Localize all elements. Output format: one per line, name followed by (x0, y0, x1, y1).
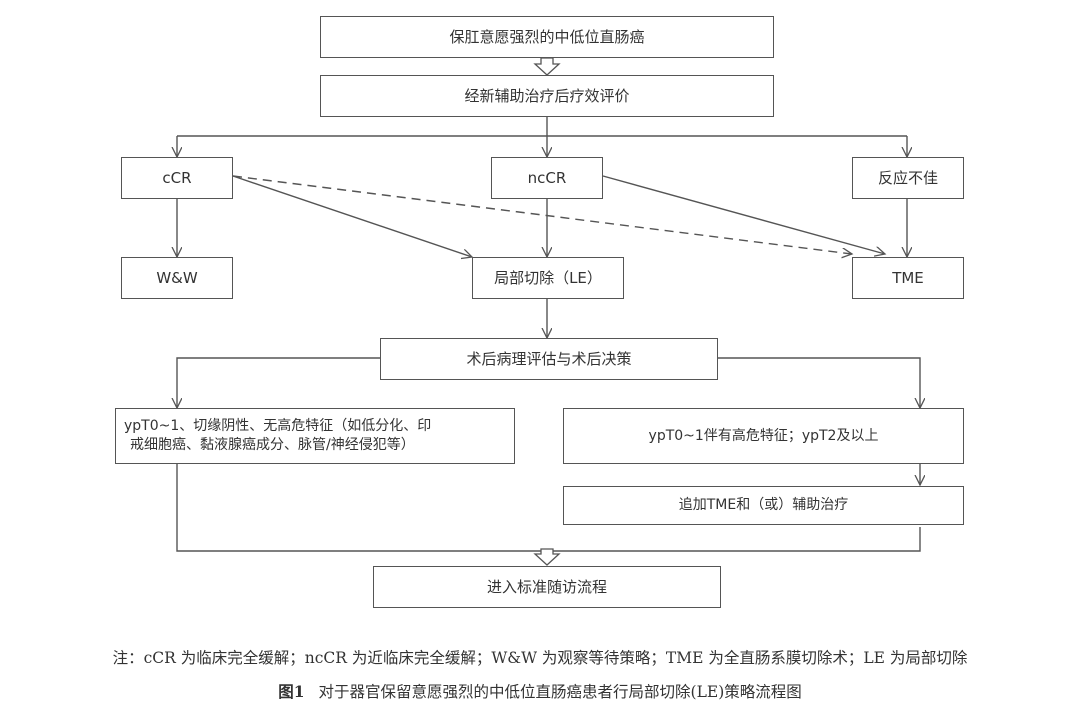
node-tme: TME (852, 257, 964, 299)
figure-note-text: 注：cCR 为临床完全缓解；ncCR 为近临床完全缓解；W&W 为观察等待策略；… (112, 649, 968, 667)
edge-postop-to-high-risk (718, 357, 920, 408)
node-start: 保肛意愿强烈的中低位直肠癌 (320, 16, 774, 58)
node-followup-label: 进入标准随访流程 (486, 577, 607, 596)
node-tme-label: TME (892, 268, 924, 287)
node-high-risk: ypT0~1伴有高危特征；ypT2及以上 (563, 408, 964, 464)
node-post-op: 术后病理评估与术后决策 (380, 338, 718, 380)
node-low-risk: ypT0~1、切缘阴性、无高危特征（如低分化、印 戒细胞癌、黏液腺癌成分、脉管/… (115, 408, 515, 464)
figure-caption: 图1 对于器官保留意愿强烈的中低位直肠癌患者行局部切除(LE)策略流程图 (0, 680, 1080, 702)
node-followup: 进入标准随访流程 (373, 566, 721, 608)
node-le-label: 局部切除（LE） (494, 268, 602, 287)
node-ww: W&W (121, 257, 233, 299)
node-additional-label: 追加TME和（或）辅助治疗 (678, 497, 849, 514)
node-evaluation-label: 经新辅助治疗后疗效评价 (464, 86, 630, 105)
node-low-risk-line1: ypT0~1、切缘阴性、无高危特征（如低分化、印 (124, 418, 432, 435)
edge-nccr-to-tme (602, 175, 885, 254)
node-high-risk-label: ypT0~1伴有高危特征；ypT2及以上 (648, 427, 879, 444)
edge-merge-to-followup (533, 548, 561, 566)
node-ww-label: W&W (156, 268, 198, 287)
figure-title: 对于器官保留意愿强烈的中低位直肠癌患者行局部切除(LE)策略流程图 (318, 683, 802, 701)
flowchart: 保肛意愿强烈的中低位直肠癌 经新辅助治疗后疗效评价 cCR ncCR 反应不佳 … (0, 16, 1080, 608)
node-evaluation: 经新辅助治疗后疗效评价 (320, 75, 774, 117)
node-nccr: ncCR (491, 157, 603, 199)
node-ccr-label: cCR (162, 168, 192, 187)
node-nccr-label: ncCR (527, 168, 567, 187)
node-le: 局部切除（LE） (472, 257, 624, 299)
node-poor-response-label: 反应不佳 (877, 168, 938, 187)
node-additional: 追加TME和（或）辅助治疗 (563, 486, 964, 525)
figure-number: 图1 (278, 682, 305, 701)
node-ccr: cCR (121, 157, 233, 199)
edge-start-to-evaluation (533, 57, 561, 76)
node-poor-response: 反应不佳 (852, 157, 964, 199)
node-start-label: 保肛意愿强烈的中低位直肠癌 (449, 27, 645, 46)
flowchart-connectors (0, 57, 1080, 566)
edge-postop-to-low-risk (177, 357, 380, 408)
edge-ccr-to-le (232, 175, 472, 257)
node-low-risk-line2: 戒细胞癌、黏液腺癌成分、脉管/神经侵犯等） (130, 437, 415, 453)
node-post-op-label: 术后病理评估与术后决策 (466, 349, 632, 368)
edge-evaluation-to-branches (177, 116, 907, 157)
figure-note: 注：cCR 为临床完全缓解；ncCR 为近临床完全缓解；W&W 为观察等待策略；… (0, 646, 1080, 668)
